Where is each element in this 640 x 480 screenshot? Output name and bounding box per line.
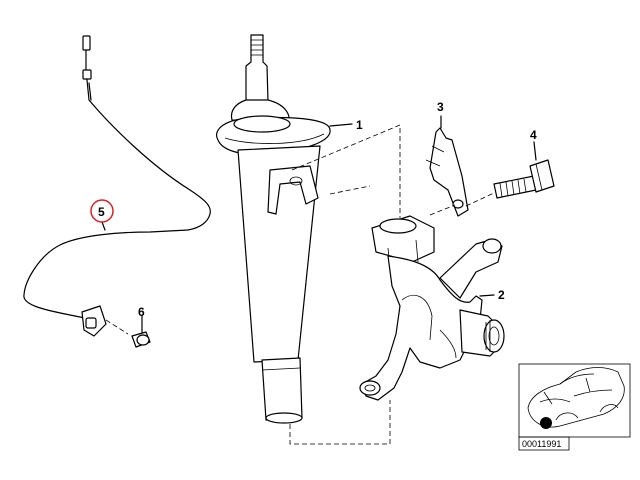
callout-strut: 1 [356,118,363,132]
hex-bolt[interactable] [465,159,555,207]
abs-sensor-cable[interactable] [23,35,211,337]
inset-code: 00011991 [522,439,561,449]
callout-knuckle: 2 [498,288,505,302]
callout-bolt: 4 [530,128,537,142]
vehicle-inset: 00011991 [518,363,631,451]
highlight-ring [90,199,114,223]
callout-sensor[interactable]: 5 [98,205,105,219]
car-outline-icon [527,367,625,428]
spring-strut[interactable] [216,34,401,445]
bracket[interactable] [425,127,469,217]
callout-bracket: 3 [437,100,444,114]
steering-knuckle[interactable] [359,215,505,401]
callout-screw: 6 [138,305,145,319]
location-dot-icon [540,417,552,429]
leader-lines [101,115,537,333]
sensor-screw[interactable] [131,331,151,348]
